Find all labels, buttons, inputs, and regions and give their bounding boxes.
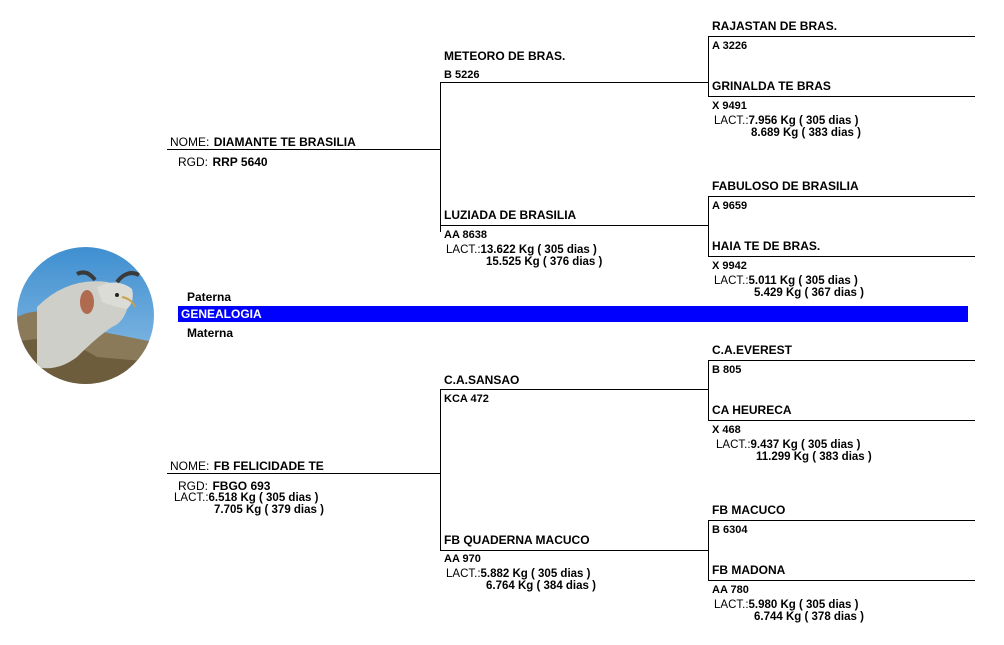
maternal-gs-code: KCA 472 <box>444 393 489 405</box>
paternal-ggs1-line <box>708 36 975 37</box>
sire-line <box>167 149 440 150</box>
dam-name: FB FELICIDADE TE <box>213 459 324 473</box>
paternal-gs-code: B 5226 <box>444 69 480 81</box>
maternal-ggs2-name: FB MACUCO <box>712 503 786 517</box>
paternal-ggd1-line <box>708 96 975 97</box>
maternal-ggs2-code: B 6304 <box>712 524 748 536</box>
sire-rgd-row: RGD: RRP 5640 <box>178 153 268 171</box>
paternal-gd-name: LUZIADA DE BRASILIA <box>444 208 577 222</box>
dam-rgd: FBGO 693 <box>212 479 271 493</box>
genealogia-bar: GENEALOGIA <box>178 306 968 322</box>
paternal-ggd1-code: X 9491 <box>712 100 747 112</box>
maternal-ggd2-lact: LACT.:5.980 Kg ( 305 dias ) 6.744 Kg ( 3… <box>714 599 864 623</box>
nome-label: NOME: <box>170 459 210 473</box>
rgd-label: RGD: <box>178 155 208 169</box>
maternal-ggd2-code: AA 780 <box>712 584 749 596</box>
dam-rgd-row: RGD: FBGO 693 <box>178 477 270 495</box>
maternal-gd-code: AA 970 <box>444 553 481 565</box>
dam-line <box>167 473 440 474</box>
maternal-ggs1-name: C.A.EVEREST <box>712 343 793 357</box>
paternal-ggd1-lact: LACT.:7.956 Kg ( 305 dias ) 8.689 Kg ( 3… <box>714 115 861 139</box>
maternal-gs-bracket <box>708 360 709 421</box>
maternal-gd-name: FB QUADERNA MACUCO <box>444 533 590 547</box>
maternal-gd-line <box>440 550 708 551</box>
maternal-ggs2-line <box>708 520 975 521</box>
maternal-ggs1-line <box>708 360 975 361</box>
dam-name-row: NOME: FB FELICIDADE TE <box>170 457 324 475</box>
maternal-gd-lact: LACT.:5.882 Kg ( 305 dias ) 6.764 Kg ( 3… <box>446 568 596 592</box>
sire-rgd: RRP 5640 <box>212 155 268 169</box>
sire-bracket <box>440 82 441 232</box>
paternal-ggs2-code: A 9659 <box>712 200 748 212</box>
rgd-label: RGD: <box>178 479 208 493</box>
maternal-ggs1-code: B 805 <box>712 364 742 376</box>
maternal-gd-bracket <box>708 520 709 581</box>
cattle-photo-illustration <box>17 247 154 384</box>
paternal-ggd2-code: X 9942 <box>712 260 747 272</box>
maternal-ggd2-name: FB MADONA <box>712 563 786 577</box>
paternal-ggd1-name: GRINALDA TE BRAS <box>712 79 831 93</box>
paternal-gd-code: AA 8638 <box>444 229 488 241</box>
maternal-ggd2-line <box>708 580 975 581</box>
nome-label: NOME: <box>170 135 210 149</box>
paternal-ggs2-line <box>708 196 975 197</box>
maternal-gs-name: C.A.SANSAO <box>444 373 520 387</box>
paternal-gs-line <box>440 82 708 83</box>
sire-name: DIAMANTE TE BRASILIA <box>213 135 356 149</box>
maternal-gs-line <box>440 389 708 390</box>
genealogia-label: GENEALOGIA <box>181 307 262 321</box>
paternal-gs-name: METEORO DE BRAS. <box>444 49 566 63</box>
paternal-gd-line <box>440 225 708 226</box>
paternal-ggs1-name: RAJASTAN DE BRAS. <box>712 19 838 33</box>
paternal-gd-bracket <box>708 196 709 257</box>
dam-lact: LACT.:6.518 Kg ( 305 dias ) 7.705 Kg ( 3… <box>174 492 324 516</box>
lact-label: LACT.: <box>174 492 209 504</box>
sire-name-row: NOME: DIAMANTE TE BRASILIA <box>170 133 356 151</box>
materna-label: Materna <box>187 326 234 340</box>
maternal-ggd1-name: CA HEURECA <box>712 403 792 417</box>
dam-bracket <box>440 389 441 551</box>
animal-photo <box>17 247 154 384</box>
maternal-ggd1-code: X 468 <box>712 424 741 436</box>
paternal-ggs2-name: FABULOSO DE BRASILIA <box>712 179 859 193</box>
paternal-gs-bracket <box>708 36 709 97</box>
maternal-ggd1-lact: LACT.:9.437 Kg ( 305 dias ) 11.299 Kg ( … <box>716 439 872 463</box>
paternal-ggd2-line <box>708 256 975 257</box>
paternal-ggd2-name: HAIA TE DE BRAS. <box>712 239 821 253</box>
paterna-label: Paterna <box>187 290 232 304</box>
paternal-ggd2-lact: LACT.:5.011 Kg ( 305 dias ) 5.429 Kg ( 3… <box>714 275 864 299</box>
maternal-ggd1-line <box>708 420 975 421</box>
dam-lact-2: 7.705 Kg ( 379 dias ) <box>214 504 324 516</box>
paternal-ggs1-code: A 3226 <box>712 40 748 52</box>
dam-lact-1: 6.518 Kg ( 305 dias ) <box>208 492 319 504</box>
paternal-gd-lact: LACT.:13.622 Kg ( 305 dias ) 15.525 Kg (… <box>446 244 603 268</box>
